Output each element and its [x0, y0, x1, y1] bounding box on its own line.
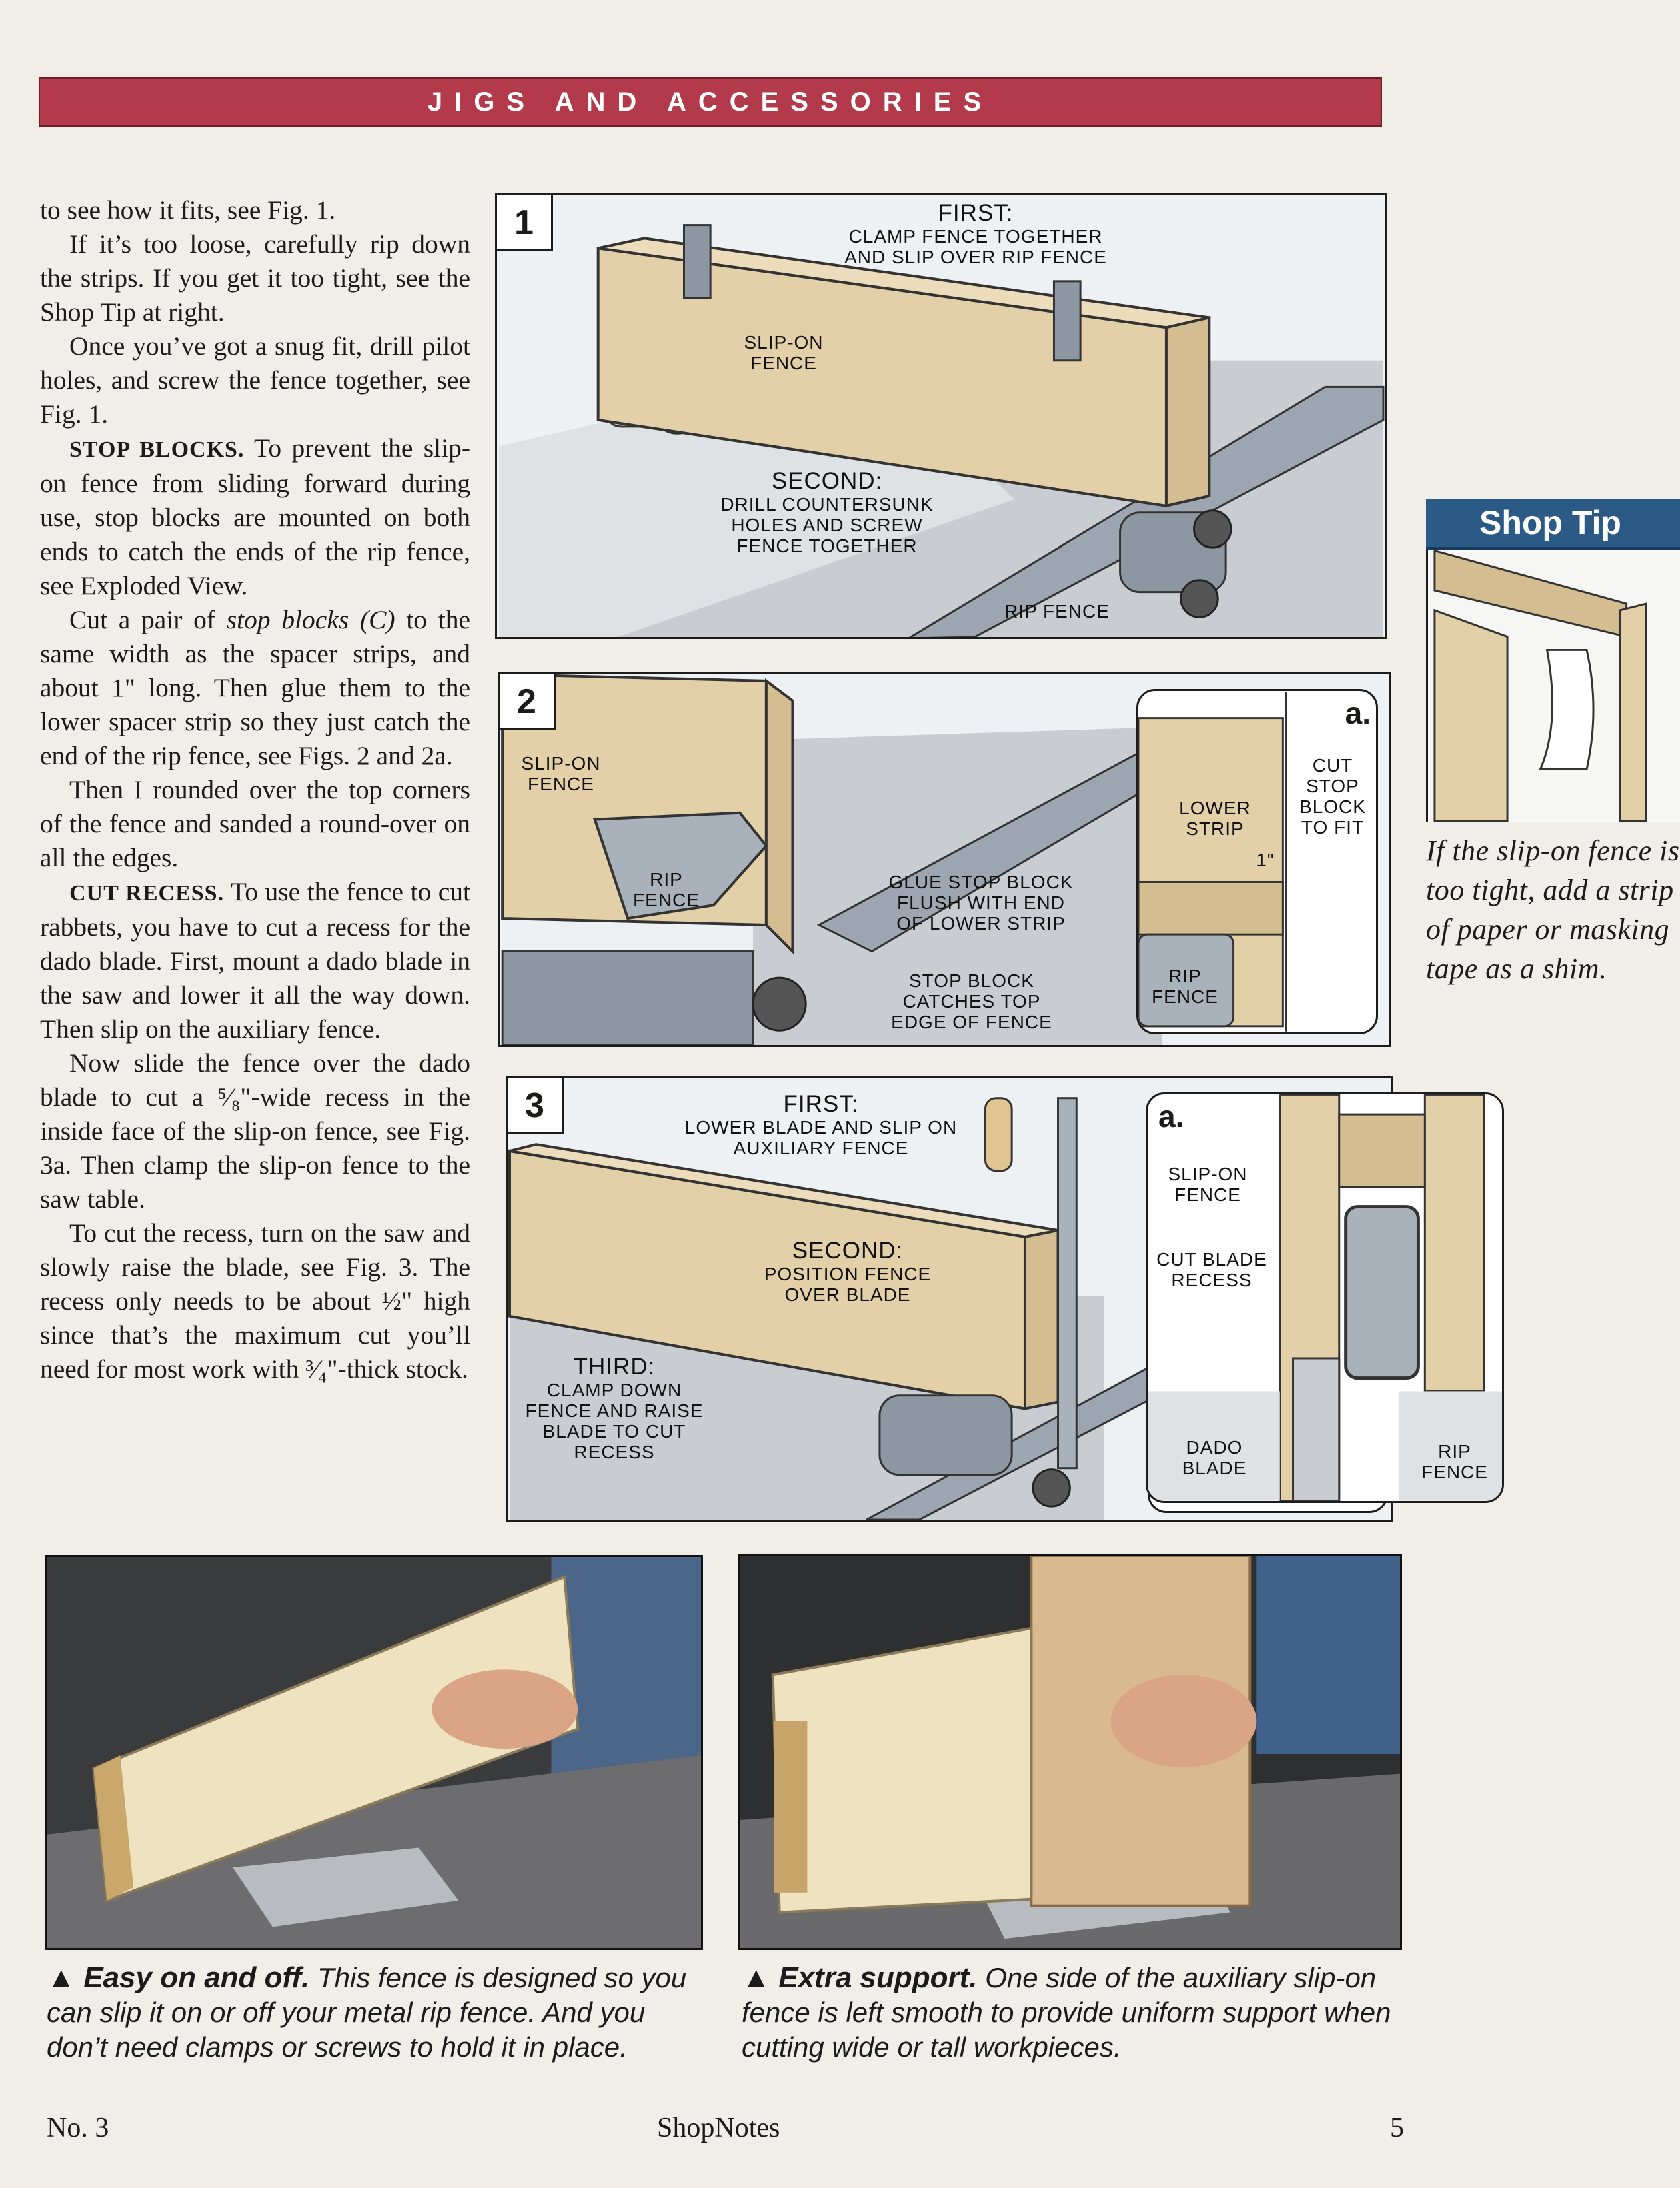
- caption-right: ▲ Extra support. One side of the auxilia…: [742, 1961, 1409, 2065]
- detail-3a-illustration: [1148, 1094, 1502, 1501]
- figure-number: 3: [508, 1078, 564, 1134]
- cut-blade-recess-label: CUT BLADE RECESS: [1156, 1249, 1267, 1290]
- paragraph: STOP BLOCKS. To prevent the slip-on fenc…: [40, 431, 470, 603]
- page-number: 5: [1390, 2113, 1404, 2143]
- lower-strip-label: LOWER STRIP: [1179, 798, 1251, 839]
- photo-easy-on-off: [45, 1555, 703, 1950]
- paragraph: If it’s too loose, carefully rip down th…: [40, 229, 470, 327]
- step-text: DRILL COUNTERSUNK HOLES AND SCREW FENCE …: [720, 494, 934, 556]
- step-heading: FIRST:: [938, 200, 1014, 226]
- run-in-heading: STOP BLOCKS.: [69, 437, 245, 462]
- shop-tip-title: Shop Tip: [1426, 499, 1680, 550]
- step-first-label: FIRST: LOWER BLADE AND SLIP ON AUXILIARY…: [674, 1091, 968, 1159]
- body-text: to see how it fits, see Fig. 1. If it’s …: [40, 193, 470, 1386]
- shop-tip-box: Shop Tip: [1426, 499, 1680, 822]
- step-text: CLAMP FENCE TOGETHER AND SLIP OVER RIP F…: [844, 226, 1107, 267]
- paragraph: Then I rounded over the top corners of t…: [40, 775, 470, 872]
- rip-fence-label: RIP FENCE: [1004, 601, 1110, 622]
- slip-on-fence-label: SLIP-ON FENCE: [744, 332, 824, 373]
- step-heading: SECOND:: [792, 1238, 904, 1264]
- paragraph: CUT RECESS. To use the fence to cut rabb…: [40, 875, 470, 1046]
- step-text: POSITION FENCE OVER BLADE: [764, 1264, 932, 1305]
- step-second-label: SECOND: DRILL COUNTERSUNK HOLES AND SCRE…: [717, 468, 937, 557]
- paragraph-text: Cut a pair of: [69, 605, 216, 634]
- detail-rip-fence-label: RIP FENCE: [1152, 966, 1218, 1007]
- stop-block-label: STOP BLOCK CATCHES TOP EDGE OF FENCE: [891, 970, 1052, 1032]
- paragraph: To cut the recess, turn on the saw and s…: [40, 1218, 470, 1384]
- magazine-name: ShopNotes: [657, 2113, 780, 2143]
- step-text: LOWER BLADE AND SLIP ON AUXILIARY FENCE: [684, 1117, 958, 1158]
- caption-triangle-icon: ▲: [742, 1961, 771, 1994]
- rip-fence-label: RIP FENCE: [1421, 1441, 1488, 1482]
- caption-heading: Easy on and off.: [83, 1961, 310, 1994]
- figure-3-illustration: [508, 1097, 1172, 1520]
- dimension-label: 1": [1256, 850, 1275, 870]
- detail-letter: a.: [1345, 696, 1371, 730]
- paragraph-text: To prevent the slip-on fence from slidin…: [40, 433, 470, 600]
- step-first-label: FIRST: CLAMP FENCE TOGETHER AND SLIP OVE…: [836, 200, 1116, 268]
- step-heading: SECOND:: [771, 468, 883, 494]
- paragraph-text: To use the fence to cut rabbets, you hav…: [40, 877, 470, 1044]
- paragraph: Now slide the fence over the dado blade …: [40, 1048, 470, 1214]
- figure-1-illustration: [499, 224, 1385, 637]
- figure-number: 2: [500, 674, 556, 730]
- figure-1: 1 FIRST: CLAMP FENCE TOGETHER AND SLIP O…: [495, 193, 1387, 639]
- paragraph: Cut a pair of stop blocks (C) to the sam…: [40, 603, 470, 773]
- figure-2-illustration: [501, 674, 1163, 1045]
- caption-heading: Extra support.: [778, 1961, 978, 1994]
- issue-number: No. 3: [47, 2113, 109, 2143]
- step-third-label: THIRD: CLAMP DOWN FENCE AND RAISE BLADE …: [514, 1354, 714, 1463]
- cut-stop-block-label: CUT STOP BLOCK TO FIT: [1299, 755, 1366, 838]
- step-text: CLAMP DOWN FENCE AND RAISE BLADE TO CUT …: [525, 1380, 704, 1462]
- step-heading: THIRD:: [573, 1354, 656, 1380]
- detail-3a-box: a. SLIP-ON FENCE CUT BLADE RECESS DADO B…: [1146, 1092, 1504, 1503]
- step-second-label: SECOND: POSITION FENCE OVER BLADE: [754, 1238, 941, 1306]
- paragraph: Once you’ve got a snug fit, drill pilot …: [40, 331, 470, 429]
- dado-blade-label: DADO BLADE: [1182, 1437, 1247, 1478]
- section-header: JIGS AND ACCESSORIES: [39, 77, 1382, 127]
- caption-triangle-icon: ▲: [47, 1961, 76, 1994]
- figure-2: 2 SLIP-ON FENCE RIP FENCE GLUE STOP BLOC…: [498, 672, 1391, 1047]
- glue-stop-block-label: GLUE STOP BLOCK FLUSH WITH END OF LOWER …: [888, 872, 1074, 934]
- detail-2a: a. LOWER STRIP 1" CUT STOP BLOCK TO FIT …: [1136, 689, 1378, 1034]
- detail-2a-illustration: [1138, 692, 1287, 1032]
- slip-on-fence-label: SLIP-ON FENCE: [521, 753, 601, 794]
- paragraph: to see how it fits, see Fig. 1.: [40, 195, 336, 225]
- detail-letter: a.: [1158, 1099, 1184, 1134]
- part-name: stop blocks (C): [226, 605, 395, 634]
- rip-fence-label: RIP FENCE: [633, 869, 700, 910]
- run-in-heading: CUT RECESS.: [69, 881, 225, 906]
- paragraph-text: to the same width as the spacer strips, …: [40, 605, 471, 770]
- shop-tip-illustration: [1426, 550, 1680, 822]
- slip-on-fence-label: SLIP-ON FENCE: [1168, 1164, 1248, 1205]
- caption-text: This fence is designed so you can slip i…: [47, 1962, 687, 2063]
- shop-tip-caption: If the slip-on fence is too tight, add a…: [1426, 834, 1680, 985]
- caption-text: One side of the auxiliary slip-on fence …: [742, 1962, 1391, 2063]
- figure-number: 1: [497, 195, 553, 251]
- photo-extra-support: [738, 1554, 1402, 1950]
- step-heading: FIRST:: [783, 1091, 859, 1117]
- caption-left: ▲ Easy on and off. This fence is designe…: [47, 1961, 707, 2065]
